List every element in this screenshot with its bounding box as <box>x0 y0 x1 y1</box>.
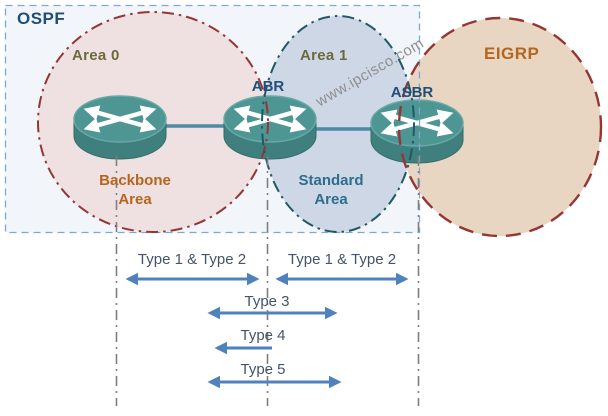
lsa-type4-label: Type 4 <box>240 327 286 344</box>
area1-circle-border <box>261 15 415 233</box>
eigrp-domain-fill <box>399 18 601 236</box>
area1-label: Area 1 <box>300 47 348 64</box>
router-icon-backbone <box>74 96 166 159</box>
backbone-area-label: Backbone Area <box>99 172 171 208</box>
standard-area-label: Standard Area <box>298 172 364 208</box>
abr-router-label: ABR <box>251 78 285 95</box>
lsa-type1-2-area1-label: Type 1 & Type 2 <box>287 251 397 268</box>
router-icon-asbr <box>371 100 463 163</box>
ospf-domain-box-border <box>4 4 421 234</box>
lsa-type5-label: Type 5 <box>240 361 286 378</box>
ospf-domain-label: OSPF <box>17 9 66 28</box>
lsa-type3-label: Type 3 <box>244 293 290 310</box>
eigrp-domain-border <box>397 16 603 238</box>
area0-circle-border <box>37 11 269 233</box>
lsa-type1-2-area0-label: Type 1 & Type 2 <box>137 251 247 268</box>
eigrp-domain-label: EIGRP <box>484 44 540 63</box>
area1-circle-fill <box>262 16 414 232</box>
area0-label: Area 0 <box>72 47 120 64</box>
asbr-router-label: ASBR <box>390 84 434 101</box>
